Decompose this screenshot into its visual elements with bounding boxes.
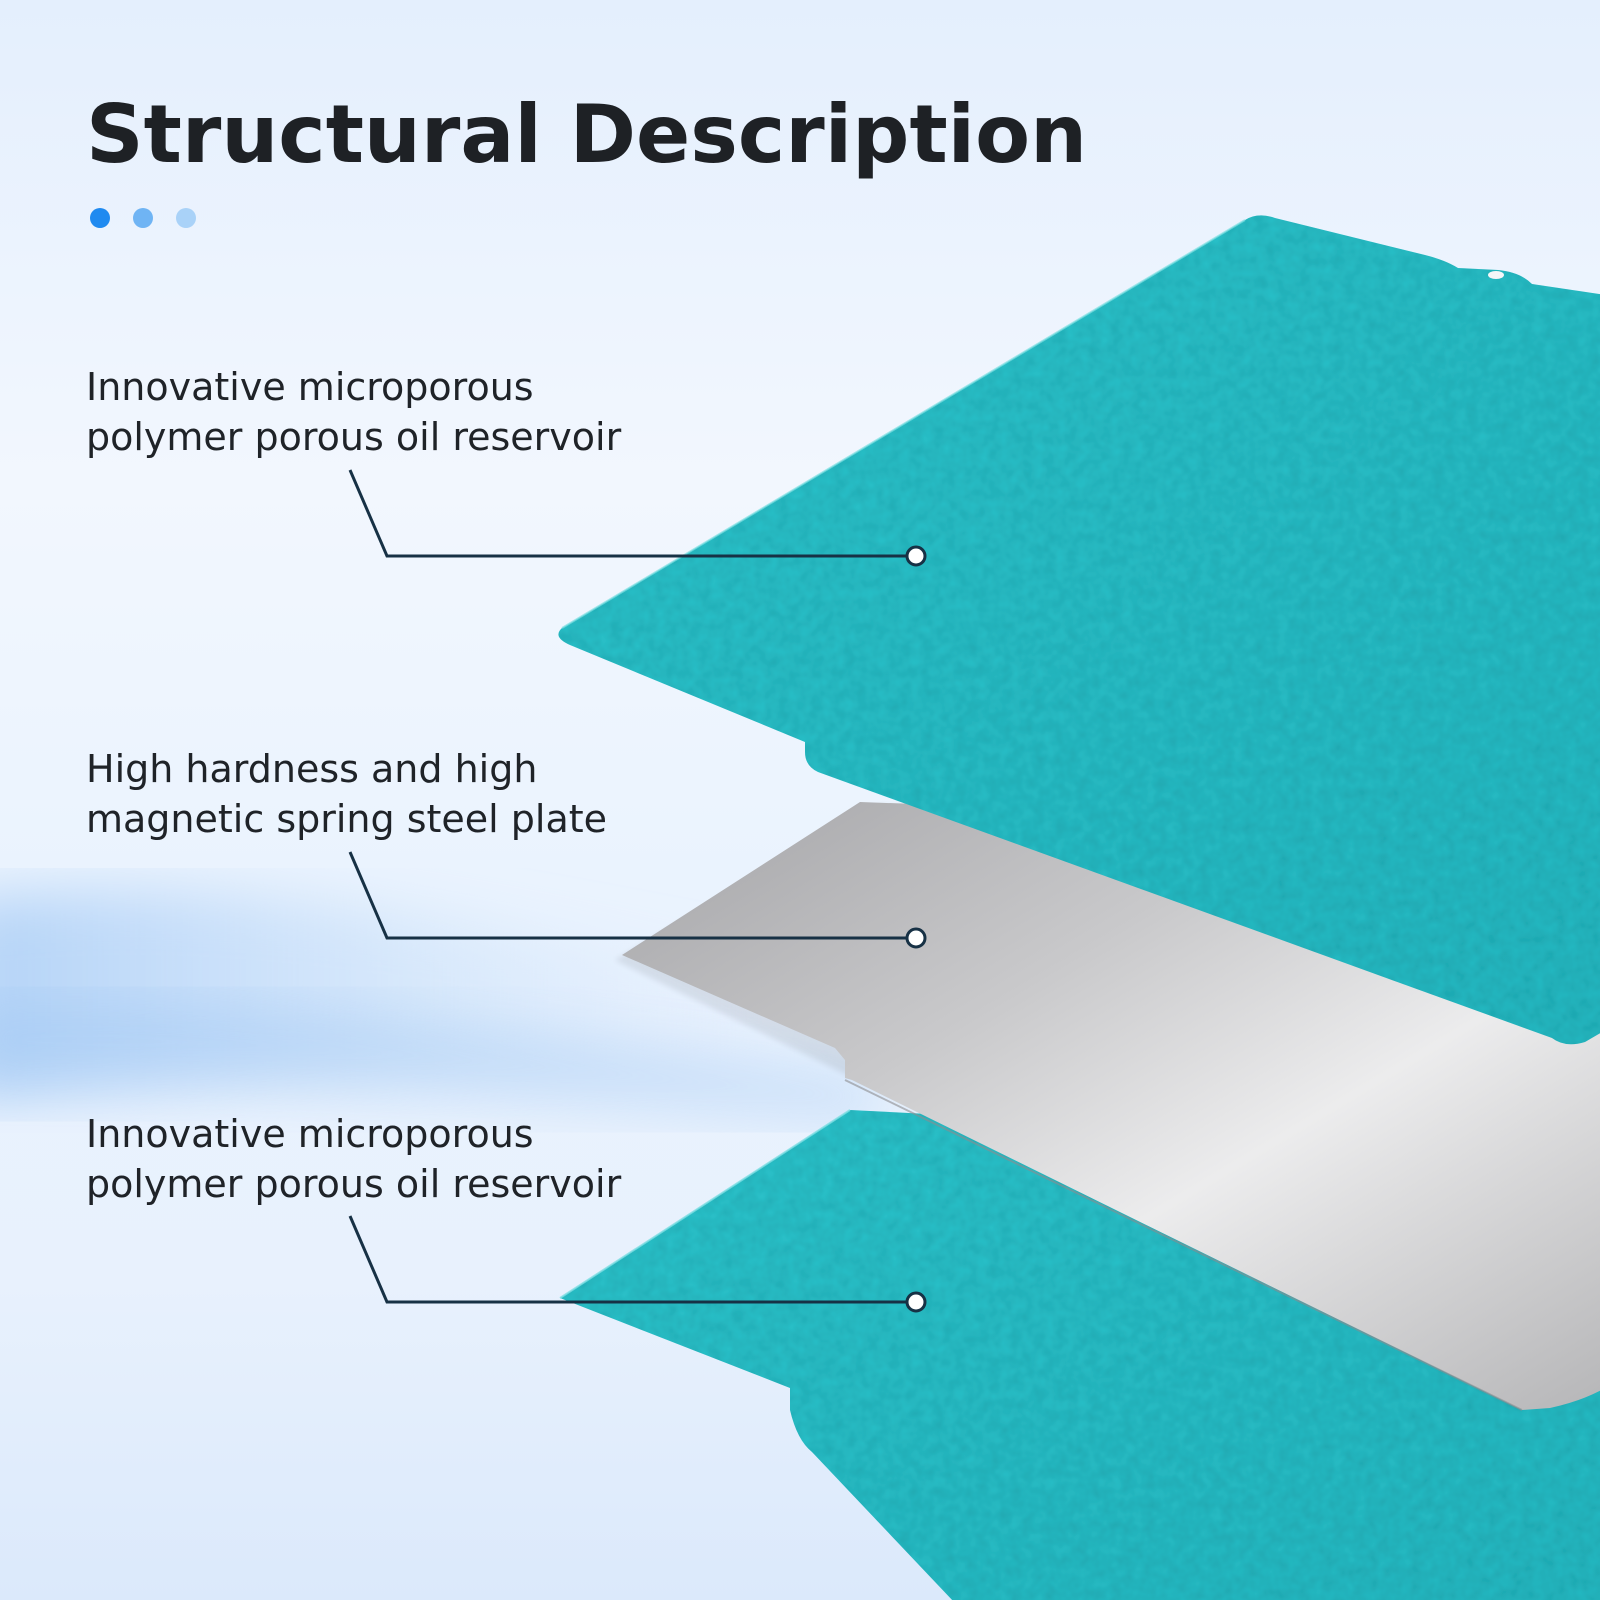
label-bottom-reservoir: Innovative microporous polymer porous oi… <box>86 1109 621 1209</box>
callout-2-dot <box>905 927 927 949</box>
indicator-dot <box>133 208 153 228</box>
callout-3-dot <box>905 1291 927 1313</box>
callout-1 <box>348 469 916 558</box>
label-line: magnetic spring steel plate <box>86 797 608 841</box>
page-title: Structural Description <box>86 88 1088 181</box>
indicator-dot <box>90 208 110 228</box>
callout-2 <box>348 851 916 940</box>
mounting-hole <box>1488 271 1504 279</box>
label-line: Innovative microporous <box>86 1112 534 1156</box>
callout-1-dot <box>905 545 927 567</box>
label-line: polymer porous oil reservoir <box>86 415 622 459</box>
label-steel-plate: High hardness and high magnetic spring s… <box>86 744 607 844</box>
indicator-dot <box>176 208 196 228</box>
label-line: polymer porous oil reservoir <box>86 1162 622 1206</box>
callout-3 <box>348 1215 916 1304</box>
label-line: Innovative microporous <box>86 365 534 409</box>
carousel-indicator <box>90 208 196 228</box>
label-line: High hardness and high <box>86 747 538 791</box>
label-top-reservoir: Innovative microporous polymer porous oi… <box>86 362 621 462</box>
top-reservoir-sheet <box>558 215 1600 1045</box>
